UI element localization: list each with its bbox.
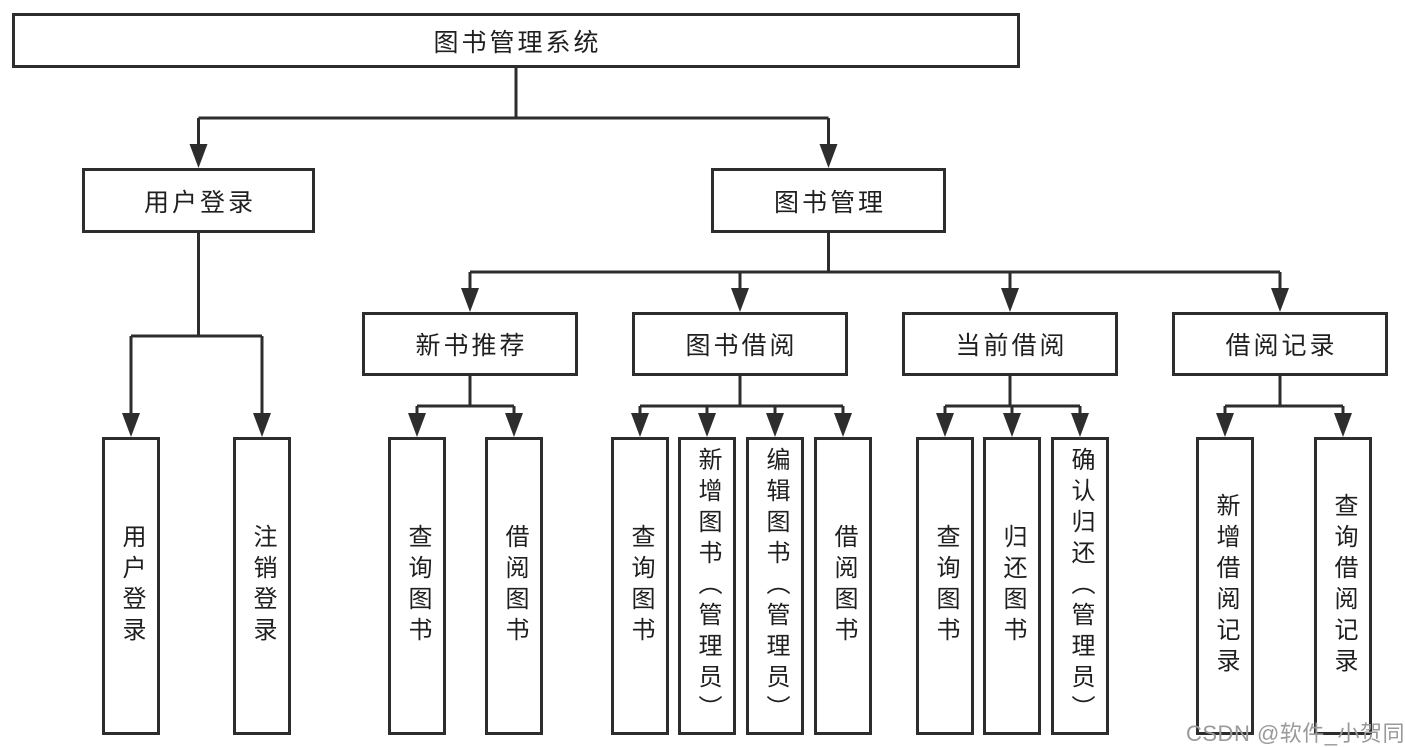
node-library-system-label: 图书管理系统 [433, 28, 602, 57]
node-user-login: 用户登录 [82, 168, 315, 233]
node-logout-leaf: 注销登录 [233, 437, 291, 735]
node-current-return-book-label: 归还图书 [999, 524, 1026, 648]
node-new-book-recommend: 新书推荐 [362, 312, 578, 376]
node-borrowing-query-book-label: 查询图书 [627, 524, 654, 648]
node-current-borrowing: 当前借阅 [902, 312, 1118, 376]
node-borrowing-add-book-admin: 新增图书（管理员） [678, 437, 736, 735]
node-current-confirm-return-admin-label: 确认归还（管理员） [1067, 446, 1094, 726]
node-current-borrowing-label: 当前借阅 [955, 332, 1068, 360]
node-recommend-query-book-label: 查询图书 [404, 524, 431, 648]
node-borrowing-add-book-admin-label: 新增图书（管理员） [694, 446, 721, 726]
node-current-query-book-label: 查询图书 [932, 524, 959, 648]
node-borrowing-query-book: 查询图书 [611, 437, 669, 735]
node-recommend-borrow-book: 借阅图书 [485, 437, 543, 735]
node-borrowing-edit-book-admin-label: 编辑图书（管理员） [762, 446, 789, 726]
node-current-query-book: 查询图书 [916, 437, 974, 735]
node-borrowing-edit-book-admin: 编辑图书（管理员） [746, 437, 804, 735]
node-current-confirm-return-admin: 确认归还（管理员） [1051, 437, 1109, 735]
node-book-borrowing-label: 图书借阅 [685, 332, 798, 360]
node-borrowing-borrow-book-label: 借阅图书 [830, 524, 857, 648]
node-borrowing-borrow-book: 借阅图书 [814, 437, 872, 735]
node-library-system: 图书管理系统 [12, 13, 1020, 68]
node-borrow-records: 借阅记录 [1172, 312, 1388, 376]
node-recommend-borrow-book-label: 借阅图书 [501, 524, 528, 648]
node-user-login-leaf-label: 用户登录 [118, 524, 145, 648]
node-recommend-query-book: 查询图书 [388, 437, 446, 735]
node-logout-leaf-label: 注销登录 [249, 524, 276, 648]
node-user-login-label: 用户登录 [143, 188, 256, 217]
node-record-query-borrow-record-label: 查询借阅记录 [1330, 493, 1357, 679]
node-borrow-records-label: 借阅记录 [1225, 332, 1338, 360]
watermark-text: CSDN @软件_小贺同学 [1186, 721, 1405, 746]
node-book-management: 图书管理 [711, 168, 946, 233]
node-current-return-book: 归还图书 [983, 437, 1041, 735]
node-record-add-borrow-record-label: 新增借阅记录 [1212, 493, 1239, 679]
node-record-query-borrow-record: 查询借阅记录 [1314, 437, 1372, 735]
node-user-login-leaf: 用户登录 [102, 437, 160, 735]
node-book-management-label: 图书管理 [773, 188, 886, 217]
node-book-borrowing: 图书借阅 [632, 312, 848, 376]
node-record-add-borrow-record: 新增借阅记录 [1196, 437, 1254, 735]
node-new-book-recommend-label: 新书推荐 [415, 332, 528, 360]
